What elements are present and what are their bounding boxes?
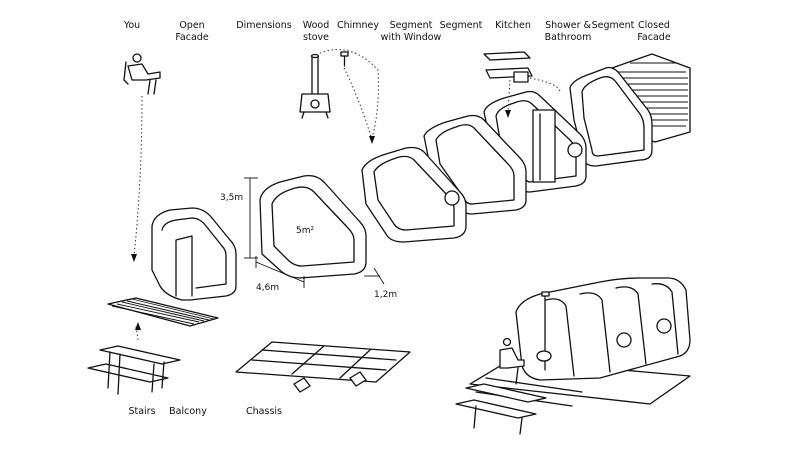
kitchen-drawing <box>483 51 533 83</box>
label-balcony: Balcony <box>169 406 207 417</box>
chassis-drawing <box>235 341 411 393</box>
dimension-width: 1,2m <box>374 290 398 300</box>
balcony-deck <box>107 297 219 327</box>
shower-bathroom-segment <box>483 90 587 193</box>
label-closed-facade: Closed Facade <box>637 20 671 43</box>
assembled-house <box>455 277 691 435</box>
label-chassis: Chassis <box>246 406 282 417</box>
label-stairs: Stairs <box>128 406 156 417</box>
label-chimney: Chimney <box>336 20 380 31</box>
label-kitchen: Kitchen <box>495 20 531 31</box>
label-you: You <box>123 20 141 31</box>
label-shower-bathroom: Shower & Bathroom <box>544 20 592 43</box>
label-segment-1: Segment <box>439 20 483 31</box>
segment-panel-right <box>569 66 653 167</box>
label-open-facade: Open Facade <box>175 20 209 43</box>
label-segment-with-window: Segment with Window <box>380 20 442 43</box>
guide-arrowheads <box>131 110 511 330</box>
person-you-drawing <box>123 53 161 95</box>
wood-stove-drawing <box>299 53 331 119</box>
label-segment-2: Segment <box>591 20 635 31</box>
label-wood-stove: Wood stove <box>302 20 330 43</box>
dimension-area: 5m² <box>296 226 315 236</box>
label-dimensions: Dimensions <box>236 20 292 31</box>
chimney-drawing <box>340 51 349 67</box>
stairs-drawing <box>87 345 181 395</box>
dimensions-segment <box>244 174 385 288</box>
open-facade-panel <box>151 207 237 301</box>
dimension-length: 4,6m <box>256 283 280 293</box>
segment-with-window <box>361 146 467 243</box>
dimension-height: 3,5m <box>220 193 244 203</box>
